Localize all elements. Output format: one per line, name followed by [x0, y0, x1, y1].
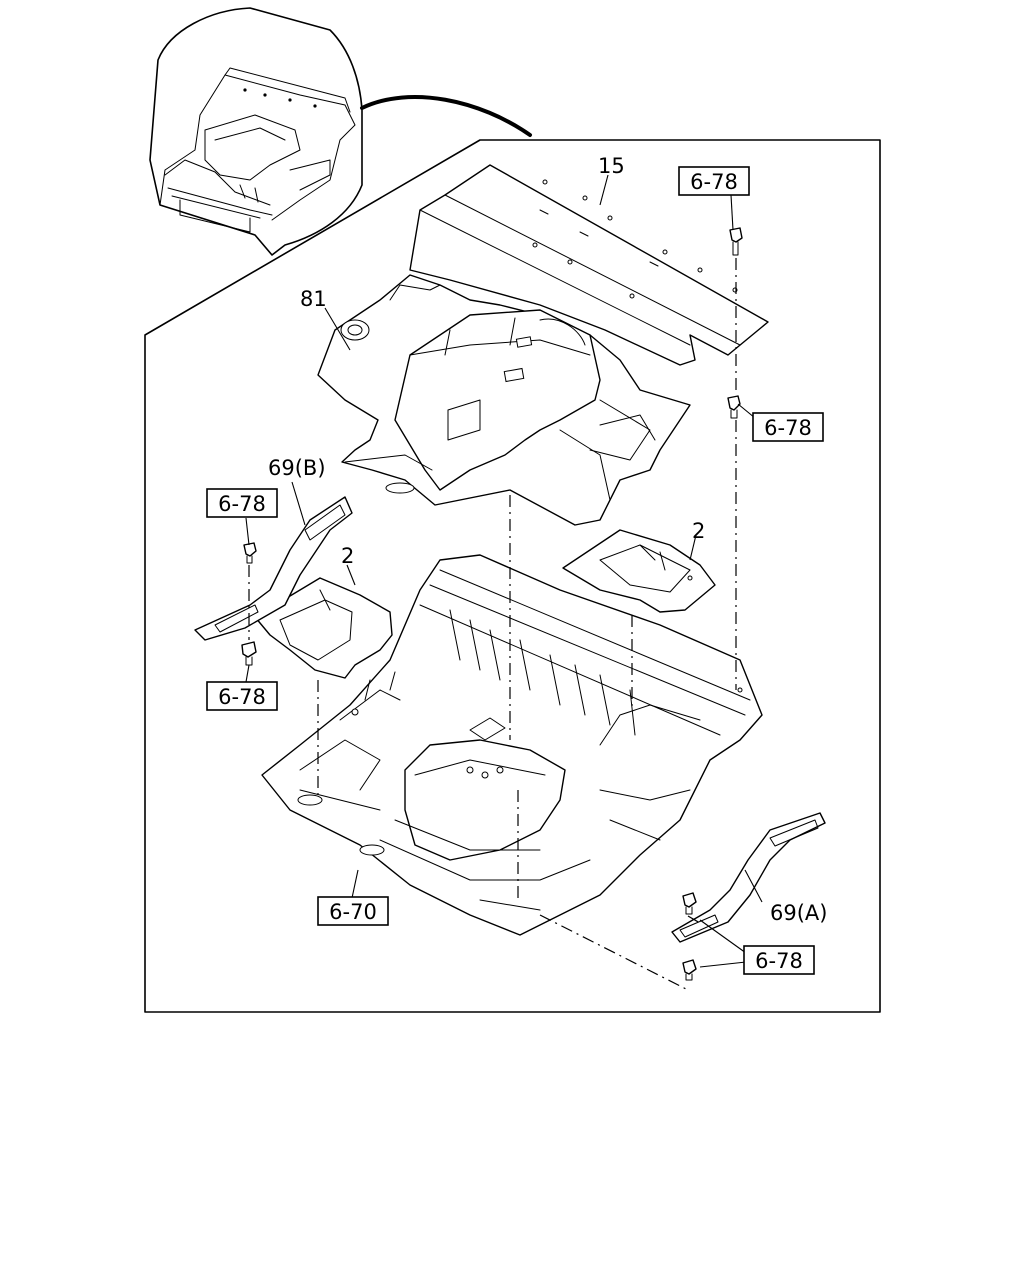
assembly-lines: [248, 258, 737, 991]
inset-connector: [360, 95, 532, 137]
label-part-15: 15: [598, 154, 625, 178]
label-part-2-right: 2: [692, 519, 705, 543]
ref-box-left-upper: [206, 488, 278, 518]
label-part-69a: 69(A): [770, 901, 827, 925]
ref-box-top: [678, 166, 750, 196]
part-2-left-pad: [254, 577, 393, 679]
part-6-70-floor: [261, 554, 763, 936]
ref-box-right: [752, 412, 824, 442]
label-part-2-left: 2: [341, 544, 354, 568]
clip-fastener-right: [727, 395, 741, 419]
leader-lines: [245, 174, 763, 968]
main-frame: [144, 139, 881, 1013]
part-15-panel: [409, 164, 769, 366]
part-81-insulator: [317, 274, 691, 526]
clip-fastener-left-upper: [243, 542, 257, 564]
part-2-right-pad: [562, 529, 716, 613]
ref-box-floor: [317, 896, 389, 926]
ref-text-right: 6-78: [764, 416, 812, 440]
ref-text-left-upper: 6-78: [218, 492, 266, 516]
clip-fastener-bottom-right-1: [682, 892, 697, 915]
label-part-69b: 69(B): [268, 456, 326, 480]
label-part-81: 81: [300, 287, 327, 311]
ref-box-bottom-right: [743, 945, 815, 975]
clip-fastener-top: [729, 227, 743, 256]
part-69b-scuff-plate: [194, 496, 353, 641]
vehicle-inset: [149, 7, 363, 256]
ref-text-left-lower: 6-78: [218, 685, 266, 709]
ref-text-bottom-right: 6-78: [755, 949, 803, 973]
ref-box-left-lower: [206, 681, 278, 711]
ref-text-floor: 6-70: [329, 900, 377, 924]
clip-fastener-left-lower: [241, 641, 257, 666]
ref-text-top: 6-78: [690, 170, 738, 194]
clip-fastener-bottom-right-2: [682, 959, 697, 981]
